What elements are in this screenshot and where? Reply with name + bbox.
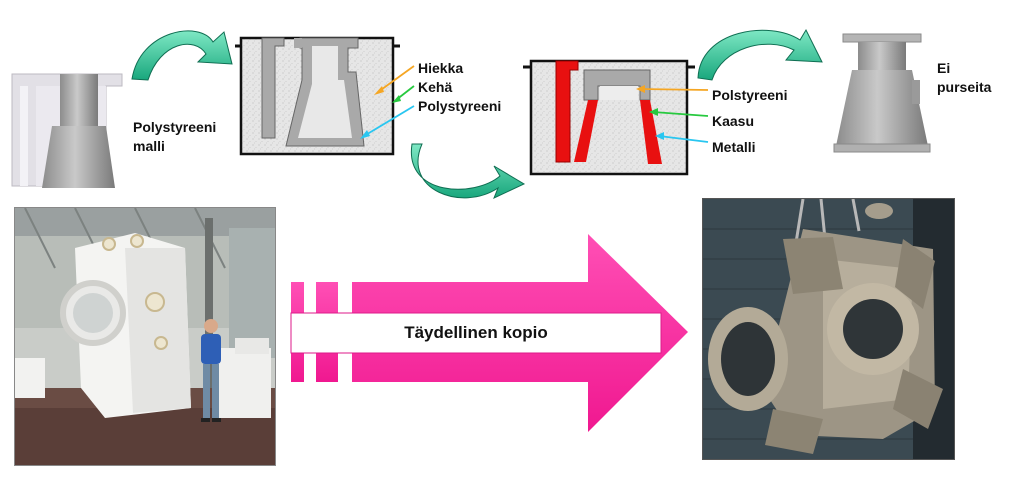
mold-labels: Hiekka Kehä Polystyreeni: [418, 59, 501, 116]
finished-casting: [833, 33, 931, 153]
label-arrows-mold: [360, 65, 415, 139]
photo-metal-casting: [702, 198, 955, 460]
label-arrows-pour: [636, 85, 709, 143]
polystyrene-pattern: [11, 73, 123, 188]
right-arrow-icon: [290, 234, 688, 432]
result-label-line-2: purseita: [937, 79, 992, 95]
banner-perfect-copy: Täydellinen kopio: [404, 323, 548, 342]
pattern-label: Polystyreeni malli: [133, 118, 216, 156]
curved-arrow-icon: [131, 30, 233, 81]
curved-arrow-icon: [697, 28, 823, 81]
pattern-label-line-2: malli: [133, 138, 165, 154]
foam-pattern-photo-image: [15, 208, 275, 465]
pattern-label-line-1: Polystyreeni: [133, 119, 217, 135]
photo-foam-pattern: [14, 207, 276, 466]
curved-arrow-icon: [410, 143, 526, 199]
result-label-line-1: Ei: [937, 60, 951, 76]
label-gas: Kaasu: [712, 113, 755, 129]
mold-box-pouring: [523, 59, 695, 176]
result-label: Ei purseita: [937, 59, 991, 97]
label-polystyrene: Polystyreeni: [418, 98, 502, 114]
pour-labels: Polstyreeni Kaasu Metalli: [712, 82, 787, 160]
label-polstyrene: Polstyreeni: [712, 87, 788, 103]
label-sand: Hiekka: [418, 60, 464, 76]
metal-casting-photo-image: [703, 199, 954, 459]
label-metal: Metalli: [712, 139, 756, 155]
mold-box-sand: [235, 36, 400, 156]
label-frame: Kehä: [418, 79, 453, 95]
